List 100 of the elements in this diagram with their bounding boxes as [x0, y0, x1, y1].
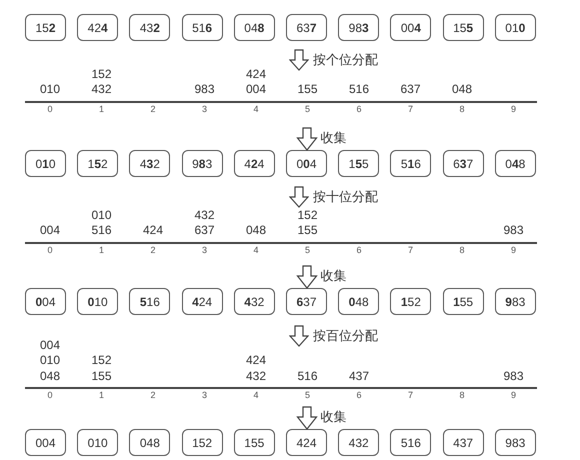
bucket-index: 3: [200, 105, 208, 114]
number-box: 424: [182, 288, 223, 315]
bucket-value: 637: [399, 83, 422, 95]
bucket-index: 2: [149, 105, 156, 114]
number-box: 983: [338, 14, 380, 41]
number-box: 516: [390, 150, 432, 177]
number-box: 010: [494, 14, 536, 41]
bucket-value: 983: [502, 370, 525, 382]
number-box: 152: [182, 429, 223, 456]
bucket-index: 7: [406, 105, 414, 114]
bucket-value: 152: [90, 354, 113, 366]
number-box: 010: [77, 288, 118, 315]
bucket-index: 7: [406, 246, 414, 255]
bucket-value: 437: [348, 370, 370, 382]
number-box: 048: [338, 288, 380, 315]
number-box: 983: [494, 429, 536, 456]
number-box: 432: [129, 14, 170, 41]
edge-label: 收集: [320, 131, 346, 144]
bucket-index: 5: [304, 391, 311, 400]
bucket-index: 9: [510, 391, 517, 400]
bucket-value: 424: [244, 354, 268, 366]
bucket-value: 152: [90, 68, 113, 80]
block-arrow: [296, 407, 316, 429]
bucket-index: 1: [98, 246, 105, 255]
block-arrow: [296, 128, 316, 150]
number-box: 432: [338, 429, 380, 456]
bucket-value: 048: [450, 83, 474, 95]
step-label: 按十位分配: [313, 190, 378, 203]
step-label: 按个位分配: [313, 53, 378, 66]
number-box: 437: [442, 429, 484, 456]
bucket-index: 6: [355, 246, 362, 255]
bucket-index: 7: [406, 391, 414, 400]
bucket-index: 6: [355, 105, 362, 114]
bucket-value: 155: [90, 370, 113, 382]
number-box: 152: [77, 150, 118, 177]
bucket-value: 432: [90, 83, 113, 95]
number-box: 516: [129, 288, 170, 315]
number-box: 155: [234, 429, 275, 456]
number-box: 516: [390, 429, 432, 456]
bucket-index: 3: [200, 391, 208, 400]
number-box: 010: [25, 150, 66, 177]
number-box: 048: [129, 429, 170, 456]
bucket-index: 9: [510, 105, 517, 114]
bucket-value: 983: [193, 83, 216, 95]
bucket-value: 432: [193, 209, 216, 221]
bucket-value: 010: [90, 209, 113, 221]
number-box: 155: [442, 288, 484, 315]
number-box: 424: [286, 429, 327, 456]
bucket-value: 516: [296, 370, 319, 382]
bucket-index: 2: [149, 391, 156, 400]
number-box: 152: [25, 14, 66, 41]
number-box: 983: [494, 288, 536, 315]
bucket-value: 516: [348, 83, 370, 95]
bucket-index: 2: [149, 246, 156, 255]
bucket-index: 8: [458, 246, 466, 255]
bucket-value: 155: [296, 83, 319, 95]
edge-label: 收集: [320, 410, 346, 423]
number-box: 004: [286, 150, 327, 177]
bucket-index: 3: [200, 246, 208, 255]
bucket-value: 424: [244, 68, 268, 80]
number-box: 424: [77, 14, 118, 41]
number-box: 424: [234, 150, 275, 177]
number-box: 004: [25, 288, 66, 315]
bucket-index: 4: [252, 246, 260, 255]
step-label: 按百位分配: [313, 329, 378, 342]
bucket-value: 152: [296, 209, 319, 221]
number-box: 048: [494, 150, 536, 177]
bucket-value: 004: [244, 83, 268, 95]
bucket-value: 010: [38, 354, 62, 366]
bucket-index: 6: [355, 391, 362, 400]
bucket-value: 048: [244, 224, 268, 236]
number-box: 983: [182, 150, 223, 177]
bucket-value: 048: [38, 370, 62, 382]
bucket-index: 5: [304, 246, 311, 255]
bucket-index: 1: [98, 105, 105, 114]
number-box: 155: [442, 14, 484, 41]
block-arrow: [296, 266, 316, 288]
bucket-index: 8: [458, 105, 466, 114]
bucket-value: 516: [90, 224, 113, 236]
number-box: 004: [25, 429, 66, 456]
number-box: 048: [234, 14, 275, 41]
bucket-index: 5: [304, 105, 311, 114]
number-box: 432: [129, 150, 170, 177]
number-box: 010: [77, 429, 118, 456]
bucket-index: 0: [46, 246, 54, 255]
bucket-value: 637: [193, 224, 216, 236]
bucket-value: 004: [38, 339, 62, 351]
bucket-index: 4: [252, 391, 260, 400]
bucket-value: 004: [38, 224, 62, 236]
bucket-index: 8: [458, 391, 466, 400]
bucket-value: 983: [502, 224, 525, 236]
bucket-index: 0: [46, 391, 54, 400]
number-box: 637: [286, 288, 327, 315]
bucket-value: 010: [38, 83, 62, 95]
number-box: 637: [442, 150, 484, 177]
bucket-value: 424: [142, 224, 164, 236]
bucket-value: 155: [296, 224, 319, 236]
bucket-index: 4: [252, 105, 260, 114]
edge-label: 收集: [320, 269, 346, 282]
number-box: 516: [182, 14, 223, 41]
